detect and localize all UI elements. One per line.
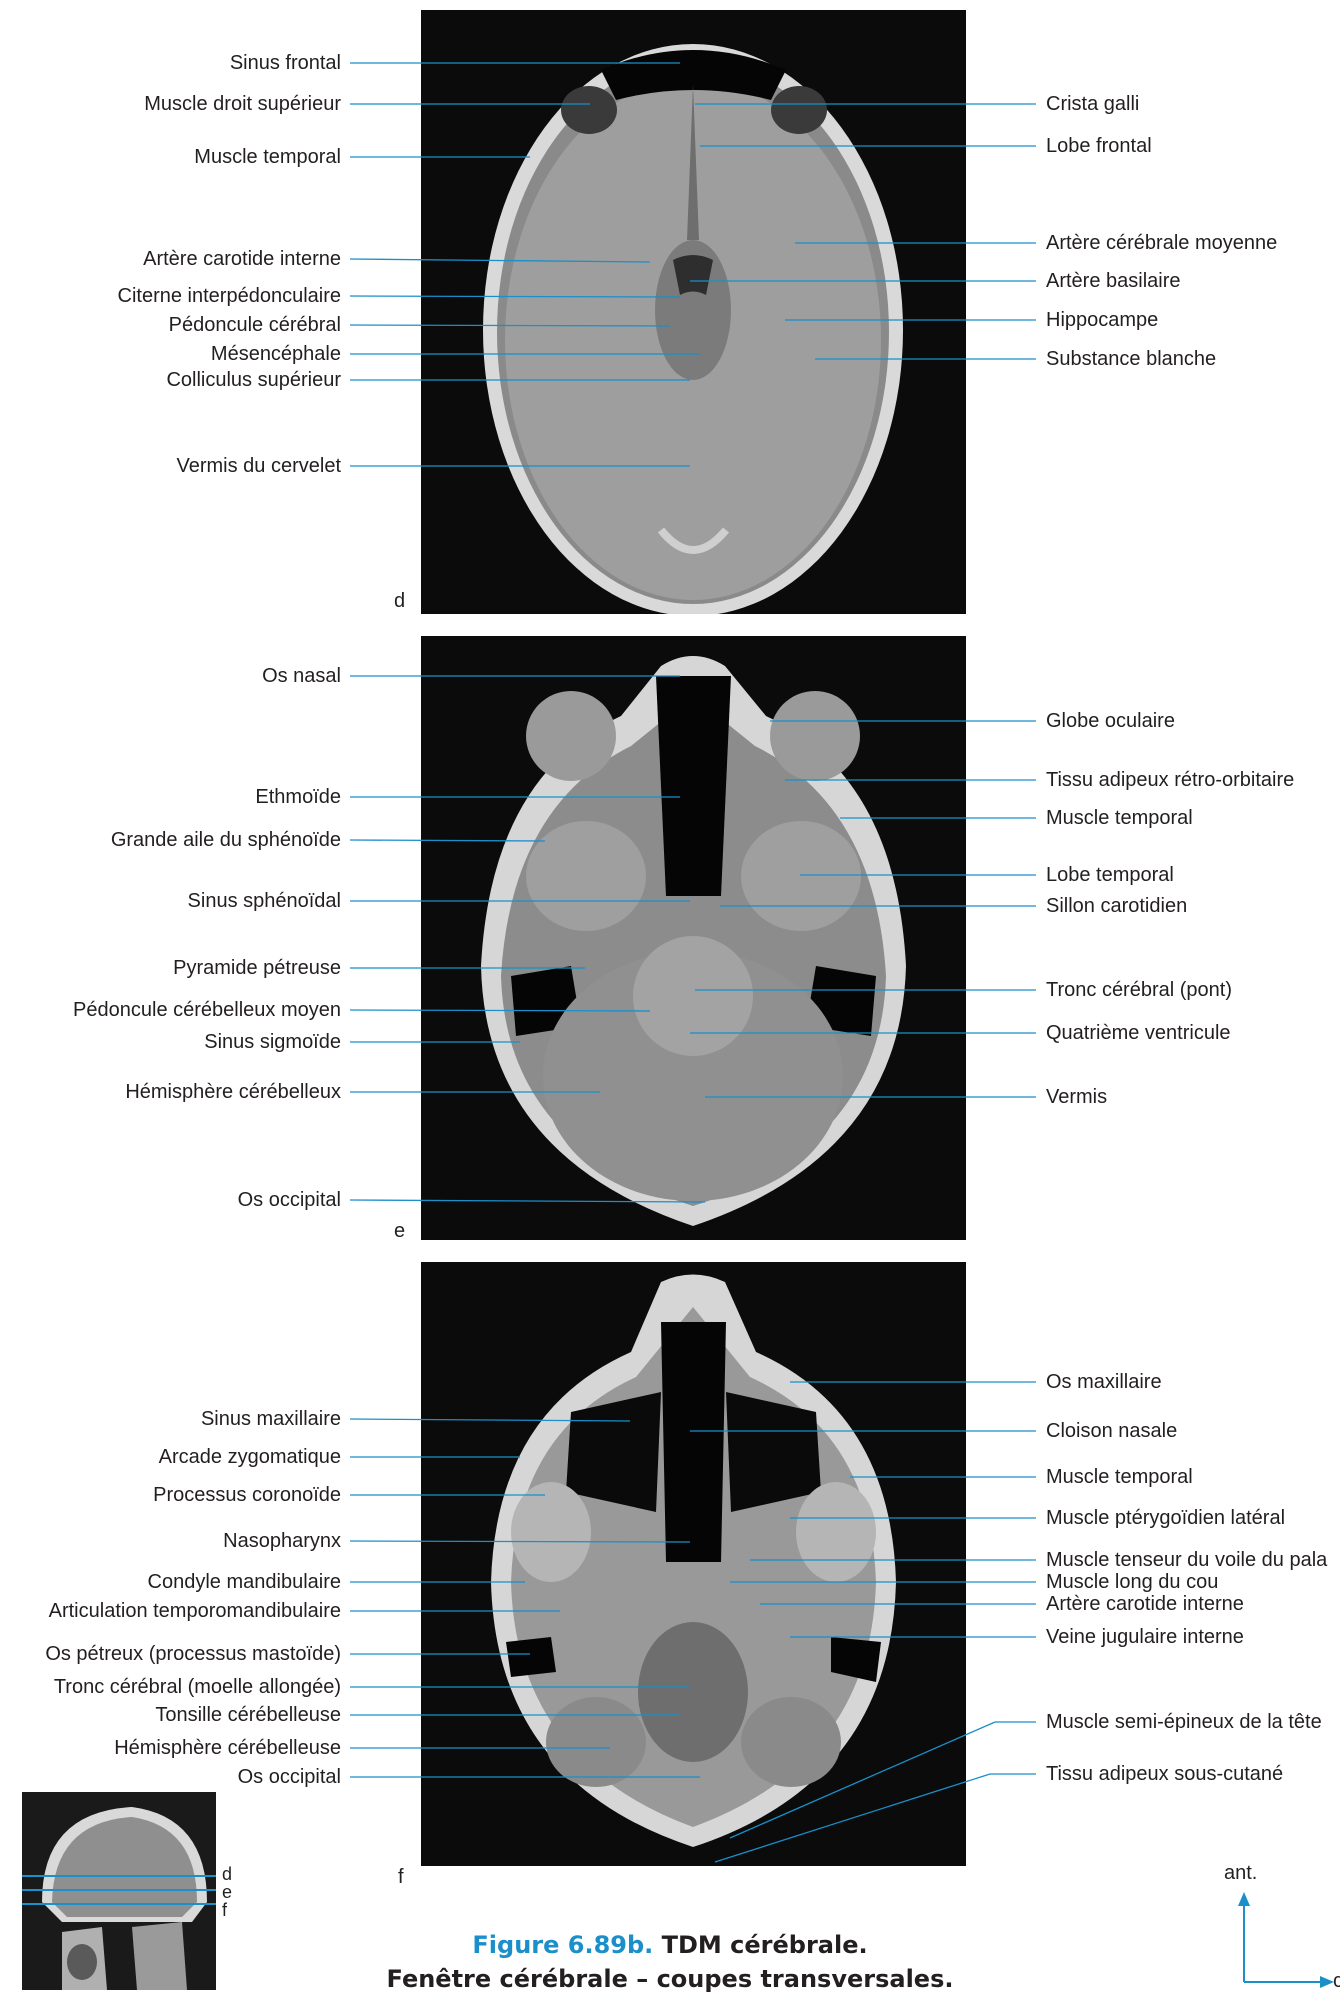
- label-muscle-temporal-e: Muscle temporal: [1046, 807, 1193, 829]
- ct-panel-d: [421, 10, 966, 614]
- ct-image-f: [491, 1274, 896, 1847]
- label-os-occipital-e: Os occipital: [237, 1189, 341, 1211]
- label-substance-blanche: Substance blanche: [1046, 348, 1217, 370]
- label-artere-basilaire: Artère basilaire: [1046, 270, 1181, 292]
- label-sillon-carotidien: Sillon carotidien: [1046, 895, 1188, 917]
- label-ethmoide: Ethmoïde: [255, 786, 341, 808]
- label-sinus-sigmoide: Sinus sigmoïde: [204, 1031, 341, 1053]
- sagittal-thumbnail: [22, 1792, 216, 1990]
- label-muscle-pterygoidien-lateral: Muscle ptérygoïdien latéral: [1046, 1507, 1286, 1529]
- ct-image-e: [481, 656, 906, 1226]
- label-muscle-droit-superieur: Muscle droit supérieur: [144, 93, 341, 115]
- ct-image-d: [483, 44, 903, 614]
- thumb-letter-f: f: [222, 1900, 228, 1920]
- sagittal-thumbnail-image: [22, 1792, 216, 1990]
- label-artere-carotide-interne-d: Artère carotide interne: [143, 248, 341, 270]
- panel-letter-e: e: [394, 1220, 406, 1242]
- label-quatrieme-ventricule: Quatrième ventricule: [1046, 1022, 1231, 1044]
- orientation-label-partial: c: [1333, 1970, 1340, 1992]
- label-veine-jugulaire-interne: Veine jugulaire interne: [1046, 1626, 1244, 1648]
- label-lobe-temporal: Lobe temporal: [1046, 864, 1174, 886]
- thumb-letter-d: d: [222, 1864, 233, 1884]
- label-lobe-frontal: Lobe frontal: [1046, 135, 1152, 157]
- label-citerne-interpedonculaire: Citerne interpédonculaire: [117, 285, 341, 307]
- label-sinus-frontal: Sinus frontal: [229, 52, 341, 74]
- thumb-letter-e: e: [222, 1882, 233, 1902]
- label-os-nasal: Os nasal: [262, 665, 341, 687]
- label-muscle-temporal-d: Muscle temporal: [194, 146, 341, 168]
- ct-panel-f: [421, 1262, 966, 1866]
- label-processus-coronoide: Processus coronoïde: [153, 1484, 341, 1506]
- figure-number: Figure 6.89b.: [472, 1931, 654, 1959]
- label-condyle-mandibulaire: Condyle mandibulaire: [147, 1571, 341, 1593]
- label-arcade-zygomatique: Arcade zygomatique: [158, 1446, 341, 1468]
- figure-caption-line1: Figure 6.89b. TDM cérébrale.: [0, 1931, 1340, 1959]
- figure-title: TDM cérébrale.: [661, 1931, 868, 1959]
- label-artere-carotide-interne-f: Artère carotide interne: [1046, 1593, 1244, 1615]
- panel-letter-d: d: [394, 590, 406, 612]
- label-hemisphere-cerebelleux: Hémisphère cérébelleux: [125, 1081, 341, 1103]
- label-artere-cerebrale-moyenne: Artère cérébrale moyenne: [1046, 232, 1278, 254]
- panel-letter-f: f: [398, 1866, 404, 1888]
- label-os-petreux: Os pétreux (processus mastoïde): [45, 1643, 341, 1665]
- figure-subtitle: Fenêtre cérébrale – coupes transversales…: [386, 1965, 954, 1993]
- label-pedoncule-cerebral: Pédoncule cérébral: [168, 314, 341, 336]
- label-tronc-cerebral-pont: Tronc cérébral (pont): [1046, 979, 1232, 1001]
- label-hippocampe: Hippocampe: [1046, 309, 1159, 331]
- label-crista-galli: Crista galli: [1046, 93, 1140, 115]
- label-muscle-long-du-cou: Muscle long du cou: [1046, 1571, 1219, 1593]
- label-mesencephale: Mésencéphale: [210, 343, 341, 365]
- label-tronc-cerebral-moelle: Tronc cérébral (moelle allongée): [53, 1676, 341, 1698]
- ct-panel-e: [421, 636, 966, 1240]
- label-articulation-temporomandibulaire: Articulation temporomandibulaire: [48, 1600, 341, 1622]
- label-globe-oculaire: Globe oculaire: [1046, 710, 1175, 732]
- label-hemisphere-cerebelleuse: Hémisphère cérébelleuse: [114, 1737, 341, 1759]
- label-muscle-tenseur-du-voile: Muscle tenseur du voile du pala: [1046, 1549, 1328, 1571]
- label-nasopharynx: Nasopharynx: [223, 1530, 341, 1552]
- label-tonsille-cerebelleuse: Tonsille cérébelleuse: [155, 1704, 341, 1726]
- label-tissu-adipeux-sous-cutane: Tissu adipeux sous-cutané: [1046, 1763, 1284, 1785]
- label-cloison-nasale: Cloison nasale: [1046, 1420, 1178, 1442]
- label-vermis: Vermis: [1046, 1086, 1108, 1108]
- label-muscle-semi-epineux: Muscle semi-épineux de la tête: [1046, 1711, 1322, 1733]
- label-os-occipital-f: Os occipital: [237, 1766, 341, 1788]
- label-pyramide-petreuse: Pyramide pétreuse: [173, 957, 341, 979]
- label-pedoncule-cerebelleux-moyen: Pédoncule cérébelleux moyen: [73, 999, 341, 1021]
- label-colliculus-superieur: Colliculus supérieur: [166, 369, 341, 391]
- orientation-arrows-icon: [1238, 1892, 1334, 1988]
- label-vermis-du-cervelet: Vermis du cervelet: [176, 455, 341, 477]
- label-grande-aile-du-sphenoide: Grande aile du sphénoïde: [110, 829, 341, 851]
- label-sinus-maxillaire: Sinus maxillaire: [200, 1408, 341, 1430]
- orientation-label-ant: ant.: [1224, 1862, 1258, 1884]
- label-tissu-adipeux-retro-orbitaire: Tissu adipeux rétro-orbitaire: [1046, 769, 1295, 791]
- label-os-maxillaire: Os maxillaire: [1046, 1371, 1162, 1393]
- label-sinus-sphenoidal: Sinus sphénoïdal: [187, 890, 341, 912]
- label-muscle-temporal-f: Muscle temporal: [1046, 1466, 1193, 1488]
